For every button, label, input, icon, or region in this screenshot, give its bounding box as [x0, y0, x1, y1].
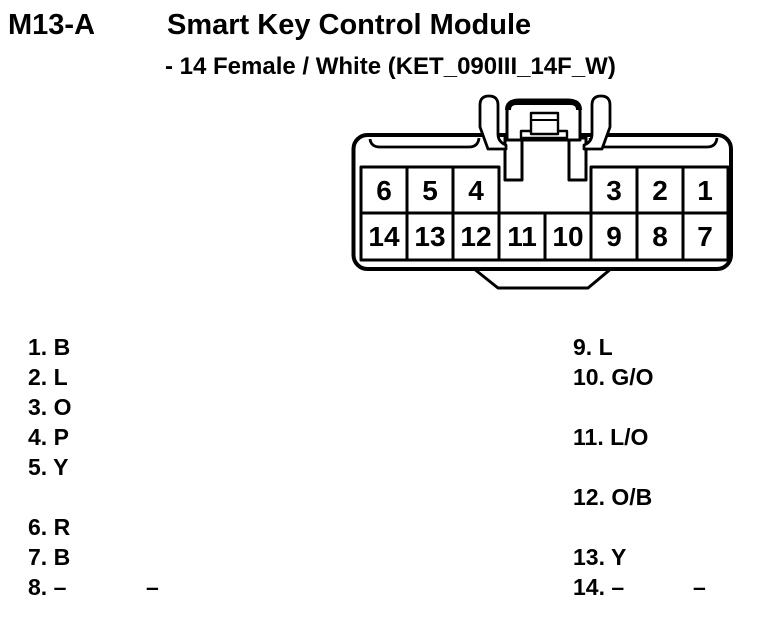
pin-14-dash: – [693, 574, 706, 600]
pin-number-14: 14 [368, 221, 400, 252]
pin-number-3: 3 [606, 175, 622, 206]
pin-cell-13 [405, 211, 455, 262]
pin-cell-6 [359, 165, 409, 215]
pin-8-dash: – [146, 574, 159, 600]
pin-number-1: 1 [697, 175, 713, 206]
pin-cell-7 [681, 211, 730, 262]
connector-id: M13-A [8, 9, 96, 41]
inner-shelf-left [368, 137, 481, 149]
pin-label-6: 6. R [28, 514, 71, 540]
pin-number-13: 13 [414, 221, 445, 252]
pin-number-5: 5 [422, 175, 438, 206]
pin-cell-9 [589, 211, 639, 262]
pin-label-3: 3. O [28, 394, 72, 420]
pin-number-6: 6 [376, 175, 392, 206]
latch-leg-left [503, 136, 524, 182]
pin-cell-14 [359, 211, 409, 262]
pin-label-12: 12. O/B [573, 484, 653, 510]
latch-head-top-band [505, 99, 582, 111]
pin-number-7: 7 [697, 221, 713, 252]
pin-cell-11 [497, 211, 547, 262]
pin-label-8: 8. – [28, 574, 67, 600]
pin-label-4: 4. P [28, 424, 69, 450]
pin-label-13: 13. Y [573, 544, 627, 570]
connector-subtitle: - 14 Female / White (KET_090III_14F_W) [165, 53, 616, 80]
latch-wing-left [478, 94, 508, 151]
pin-label-7: 7. B [28, 544, 71, 570]
pin-label-9: 9. L [573, 334, 613, 360]
pin-label-14: 14. – [573, 574, 625, 600]
pin-label-2: 2. L [28, 364, 68, 390]
pin-cell-10 [543, 211, 593, 262]
page-title: Smart Key Control Module [167, 9, 532, 41]
latch-wing-right [582, 94, 612, 151]
pin-number-9: 9 [606, 221, 622, 252]
pin-label-10: 10. G/O [573, 364, 654, 390]
pin-label-11: 11. L/O [573, 424, 649, 450]
pin-label-5: 5. Y [28, 454, 69, 480]
pin-number-12: 12 [460, 221, 491, 252]
pin-number-2: 2 [652, 175, 668, 206]
pin-number-11: 11 [507, 221, 537, 252]
pin-cell-1 [681, 165, 730, 215]
pin-label-1: 1. B [28, 334, 71, 360]
pin-number-8: 8 [652, 221, 668, 252]
pin-number-10: 10 [552, 221, 583, 252]
pin-cell-5 [405, 165, 455, 215]
latch-button [529, 111, 560, 136]
pin-number-4: 4 [468, 175, 484, 206]
